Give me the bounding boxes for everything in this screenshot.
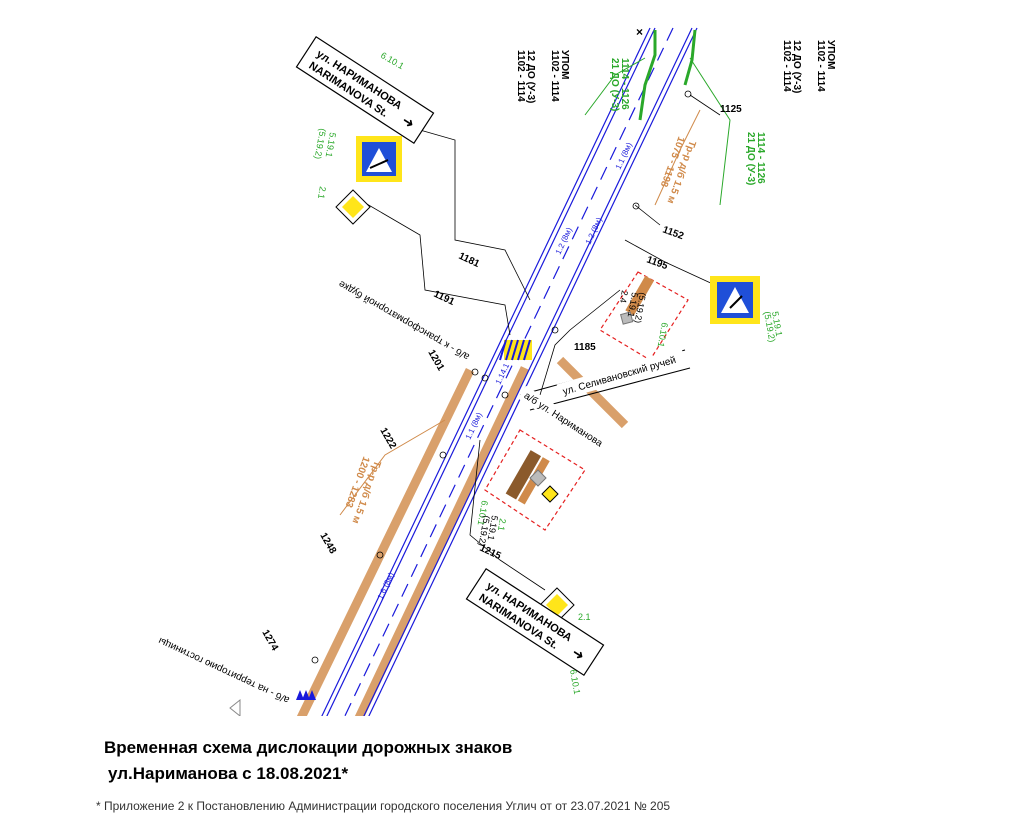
code-group-lower-b: 5.19.1 xyxy=(486,515,500,541)
road-edge-left-outer xyxy=(321,27,651,716)
end-mark-x: × xyxy=(636,25,643,39)
code-priority-bottom: 2.1 xyxy=(578,612,591,622)
chainage-1181: 1181 xyxy=(457,251,482,270)
chainage-1195: 1195 xyxy=(645,254,670,272)
green-leader-left xyxy=(584,57,646,116)
leader-1215 xyxy=(469,439,546,591)
marking-1-1-mid: 1.1 (8м) xyxy=(464,411,484,441)
road-edge-left-inner xyxy=(326,27,656,716)
green-leader-right xyxy=(689,57,731,206)
leader-1181 xyxy=(419,129,531,301)
code-plate-top: 6.10.1 xyxy=(379,50,406,71)
road-edge-right-inner xyxy=(363,27,693,716)
chainage-ticks xyxy=(311,90,692,664)
code-priority-left: 2.1 xyxy=(316,186,328,200)
code-group-lower-a: 6.10.1 xyxy=(476,500,490,526)
chainage-1125: 1125 xyxy=(720,104,742,115)
green-marker-right xyxy=(683,29,697,86)
curb-side-street xyxy=(556,356,629,429)
street-plate-bottom: ул. НАРИМАНОВА NARIMANOVA St. ➜ xyxy=(465,567,605,677)
orange-leader-right xyxy=(654,109,701,206)
scheme-title-line-1: Временная схема дислокации дорожных знак… xyxy=(104,738,513,757)
chainage-1152: 1152 xyxy=(661,224,686,242)
road-edge-right-outer xyxy=(368,27,698,716)
green-callout-right-range: 1114 - 1126 xyxy=(755,132,766,184)
sign-group-box-lower xyxy=(484,429,586,531)
top-right-range-2: 1102 - 1114 xyxy=(781,40,792,92)
chainage-1201: 1201 xyxy=(425,348,446,373)
street-plate-top: ул. НАРИМАНОВА NARIMANOVA St. ➜ xyxy=(295,35,435,145)
code-crossing-right: 5.19.1 xyxy=(770,311,784,337)
chainage-1222: 1222 xyxy=(377,426,398,451)
marking-1-2-a: 1.2 (8м) xyxy=(554,226,574,256)
hotel-entrance-marks xyxy=(229,690,316,716)
sign-2-4-lower-icon xyxy=(529,469,547,487)
chainage-1191: 1191 xyxy=(432,289,457,308)
leader-1185 xyxy=(539,289,621,396)
code-group-upper-b: 5.19.1 xyxy=(626,292,640,318)
pedestrian-crossing-sign-right-icon xyxy=(710,276,760,324)
svg-text:а/б - к трансформаторной будке: а/б - к трансформаторной будке xyxy=(336,278,471,363)
top-right-do: 12 ДО (У-3) xyxy=(791,40,802,93)
code-group-lower-d: 2.1 xyxy=(496,518,508,532)
top-mid-range-2: 1102 - 1114 xyxy=(515,50,526,102)
marking-1-6: 1.6 (8м) xyxy=(376,571,396,601)
green-callout-right-type: 21 ДО (У-3) xyxy=(745,132,756,185)
scheme-title-line-2: ул.Нариманова с 18.08.2021* xyxy=(108,764,349,783)
top-mid-range-1: 1102 - 1114 xyxy=(549,50,560,102)
green-callout-left-type: 21 ДО (У-3) xyxy=(609,58,620,111)
orange-leader-left xyxy=(339,419,446,516)
road-scheme: × xyxy=(156,25,836,716)
label-to-transformer: а/б - к трансформаторной будке xyxy=(336,278,471,363)
priority-road-sign-left-icon xyxy=(335,189,371,225)
leader-1125 xyxy=(689,94,721,116)
code-group-upper-a: 2.4 xyxy=(618,290,630,304)
curb-right xyxy=(354,366,530,716)
crosswalk-marking xyxy=(499,339,532,361)
scheme-footnote: * Приложение 2 к Постановлению Администр… xyxy=(96,799,671,813)
curb-left xyxy=(296,368,475,716)
chainage-1185: 1185 xyxy=(574,342,596,353)
pedestrian-crossing-sign-left-icon xyxy=(356,136,402,182)
chainage-1248: 1248 xyxy=(317,531,338,556)
top-mid-upom: УПОМ xyxy=(559,50,570,80)
green-callout-left-range: 1114 - 1126 xyxy=(619,58,630,110)
chainage-1274: 1274 xyxy=(259,628,280,653)
leader-1191 xyxy=(359,199,511,336)
code-group-upper-d: 6.10.1 xyxy=(656,322,670,348)
sign-group-upper xyxy=(619,275,654,325)
green-marker-left xyxy=(638,30,657,121)
leader-1152 xyxy=(634,204,661,226)
marking-1-2-b: 1.2 (8м) xyxy=(584,216,604,246)
side-street-edge-b xyxy=(529,367,691,411)
priority-road-small-icon xyxy=(541,485,559,503)
top-right-range-1: 1102 - 1114 xyxy=(815,40,826,92)
road-centerline xyxy=(344,27,674,716)
code-crossing-left: 5.19.1 xyxy=(324,132,338,158)
top-mid-do: 12 ДО (У-3) xyxy=(525,50,536,103)
code-plate-bottom: 6.10.1 xyxy=(568,669,582,695)
top-right-upom: УПОМ xyxy=(825,40,836,70)
leader-1195 xyxy=(624,239,716,286)
